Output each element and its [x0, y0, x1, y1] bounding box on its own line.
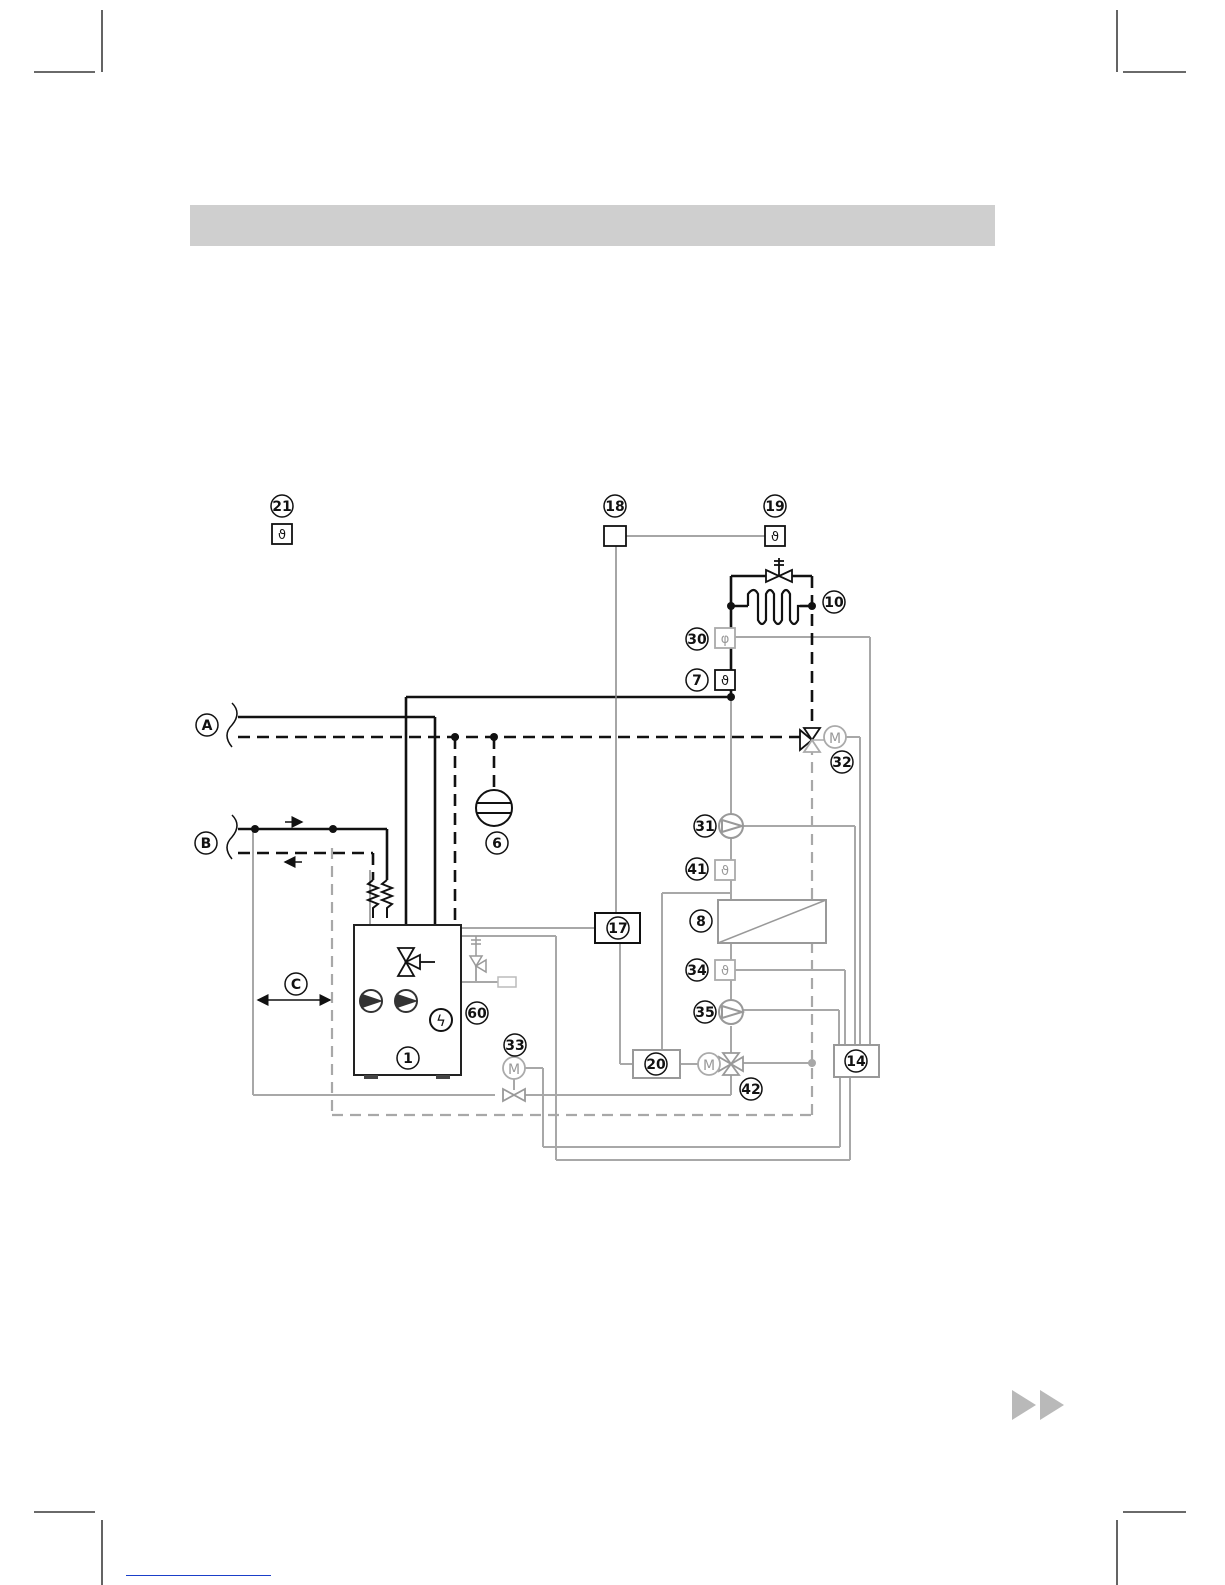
gray-lines — [253, 637, 870, 1160]
next-page-icon[interactable] — [1012, 1390, 1068, 1420]
label-42: 42 — [741, 1082, 760, 1098]
electric-symbol: ϟ — [436, 1012, 446, 1030]
label-19: 19 — [765, 499, 784, 515]
three-way-valve-icon — [719, 1053, 743, 1075]
humidity-symbol: φ — [721, 632, 730, 647]
motor-symbol: M — [829, 731, 841, 747]
label-10: 10 — [824, 595, 844, 611]
label-14: 14 — [846, 1054, 866, 1070]
label-18: 18 — [605, 499, 624, 515]
label-33: 33 — [505, 1038, 524, 1054]
label-B: B — [201, 836, 212, 852]
crop-marks — [34, 10, 1186, 1585]
pipe-break-marks — [227, 703, 237, 859]
label-35: 35 — [695, 1005, 714, 1021]
control-box-18 — [604, 526, 626, 546]
label-A: A — [202, 718, 213, 734]
label-20: 20 — [646, 1057, 666, 1073]
label-1: 1 — [403, 1051, 413, 1067]
label-17: 17 — [608, 921, 627, 937]
coil-icon — [368, 880, 392, 918]
sensor-symbol: ϑ — [721, 864, 729, 879]
radiator-coil-icon — [748, 590, 800, 624]
heat-exchanger-icon — [718, 900, 826, 943]
label-31: 31 — [695, 819, 714, 835]
motor-symbol: M — [703, 1058, 715, 1074]
label-60: 60 — [467, 1006, 487, 1022]
sensor-symbol: ϑ — [771, 530, 779, 545]
junction-dot-gray — [808, 1059, 816, 1067]
sensor-symbol: ϑ — [721, 964, 729, 979]
label-6: 6 — [492, 836, 502, 852]
footer-link-underline[interactable] — [126, 1575, 271, 1576]
pump-icon — [719, 814, 743, 838]
label-30: 30 — [687, 632, 707, 648]
pump-icon — [719, 1000, 743, 1024]
label-7: 7 — [692, 673, 702, 689]
shutoff-valve-icon — [503, 1089, 525, 1101]
mixing-valve-32 — [800, 728, 824, 752]
label-8: 8 — [696, 914, 706, 930]
expansion-vessel-icon — [476, 790, 512, 826]
bypass-valve-icon — [766, 558, 792, 582]
label-34: 34 — [687, 963, 707, 979]
label-32: 32 — [832, 755, 851, 771]
label-41: 41 — [687, 862, 706, 878]
sensor-symbol: ϑ — [278, 528, 286, 543]
sensor-symbol: ϑ — [721, 674, 729, 689]
motor-symbol: M — [508, 1062, 520, 1078]
label-21: 21 — [272, 499, 291, 515]
label-C: C — [291, 977, 301, 993]
